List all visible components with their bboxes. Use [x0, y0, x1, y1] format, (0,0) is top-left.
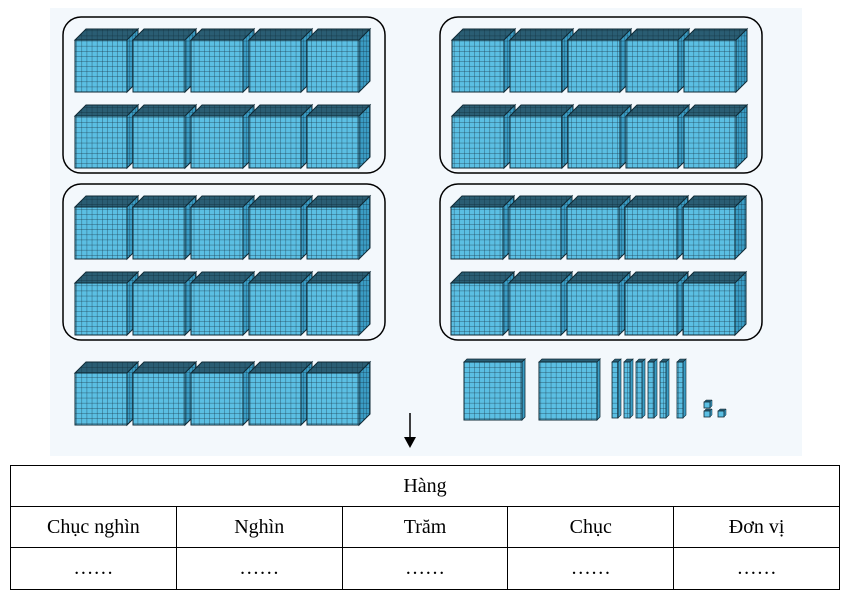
ten-rod	[611, 358, 622, 419]
thousand-cube	[73, 194, 140, 261]
thousand-cube	[189, 360, 256, 427]
thousand-cube	[131, 27, 198, 94]
blank-thousands[interactable]: ……	[175, 547, 343, 590]
thousand-cube	[682, 27, 749, 94]
thousand-cube	[449, 194, 516, 261]
thousand-cube	[131, 360, 198, 427]
unit-cube	[703, 408, 713, 418]
thousand-cube	[565, 194, 632, 261]
thousand-cube	[247, 360, 314, 427]
thousand-group-4	[439, 183, 763, 341]
thousand-cube	[566, 27, 633, 94]
column-thousands: Nghìn	[175, 506, 343, 548]
thousand-cube	[73, 103, 140, 170]
thousand-cube	[247, 270, 314, 337]
thousand-cube	[73, 270, 140, 337]
ten-rod	[676, 358, 687, 419]
thousand-cube	[305, 27, 372, 94]
thousand-cube	[623, 194, 690, 261]
blank-units[interactable]: ……	[673, 547, 840, 590]
thousand-cube	[565, 270, 632, 337]
thousand-cube	[305, 360, 372, 427]
thousand-cube	[624, 103, 691, 170]
column-tens: Chục	[507, 506, 675, 548]
thousand-cube	[189, 27, 256, 94]
table-header: Hàng	[10, 465, 840, 507]
thousand-cube	[507, 194, 574, 261]
thousand-cube	[507, 270, 574, 337]
thousand-cube	[189, 270, 256, 337]
thousand-group-3	[62, 183, 386, 341]
thousand-cube	[566, 103, 633, 170]
group-frame	[62, 183, 386, 341]
blank-hundreds[interactable]: ……	[341, 547, 509, 590]
thousand-cube	[305, 103, 372, 170]
thousand-cube	[682, 103, 749, 170]
thousand-cube	[681, 270, 748, 337]
thousand-group-2	[439, 16, 763, 174]
thousand-cube	[73, 27, 140, 94]
blank-ten-thousands[interactable]: ……	[10, 547, 177, 590]
thousand-cube	[624, 27, 691, 94]
hundred-flat	[463, 358, 526, 421]
thousand-cube	[508, 103, 575, 170]
thousand-cube	[305, 194, 372, 261]
thousand-cube	[247, 194, 314, 261]
thousand-cube	[305, 270, 372, 337]
thousand-cube	[73, 360, 140, 427]
group-frame	[439, 183, 763, 341]
thousand-cube	[131, 194, 198, 261]
group-frame	[62, 16, 386, 174]
ten-rod	[635, 358, 646, 419]
unit-cube	[717, 408, 727, 418]
group-frame	[439, 16, 763, 174]
thousand-cube	[247, 27, 314, 94]
hundred-flat	[538, 358, 601, 421]
thousand-group-1	[62, 16, 386, 174]
down-arrow	[404, 413, 416, 448]
thousand-cube	[450, 103, 517, 170]
thousand-cube	[131, 103, 198, 170]
column-ten-thousands: Chục nghìn	[10, 506, 177, 548]
blank-tens[interactable]: ……	[507, 547, 675, 590]
thousand-cube	[189, 194, 256, 261]
column-hundreds: Trăm	[341, 506, 509, 548]
ten-rod	[623, 358, 634, 419]
column-units: Đơn vị	[673, 506, 840, 548]
place-value-table: Hàng Chục nghìn Nghìn Trăm Chục Đơn vị ……	[10, 465, 840, 590]
thousand-cube	[449, 270, 516, 337]
thousand-cube	[681, 194, 748, 261]
thousand-cube	[508, 27, 575, 94]
unit-cube	[703, 399, 713, 409]
thousand-cube	[450, 27, 517, 94]
ten-rod	[659, 358, 670, 419]
thousand-cube	[623, 270, 690, 337]
thousand-cube	[247, 103, 314, 170]
thousand-cube	[131, 270, 198, 337]
thousand-cube	[189, 103, 256, 170]
ten-rod	[647, 358, 658, 419]
place-value-blocks-illustration	[50, 8, 802, 456]
